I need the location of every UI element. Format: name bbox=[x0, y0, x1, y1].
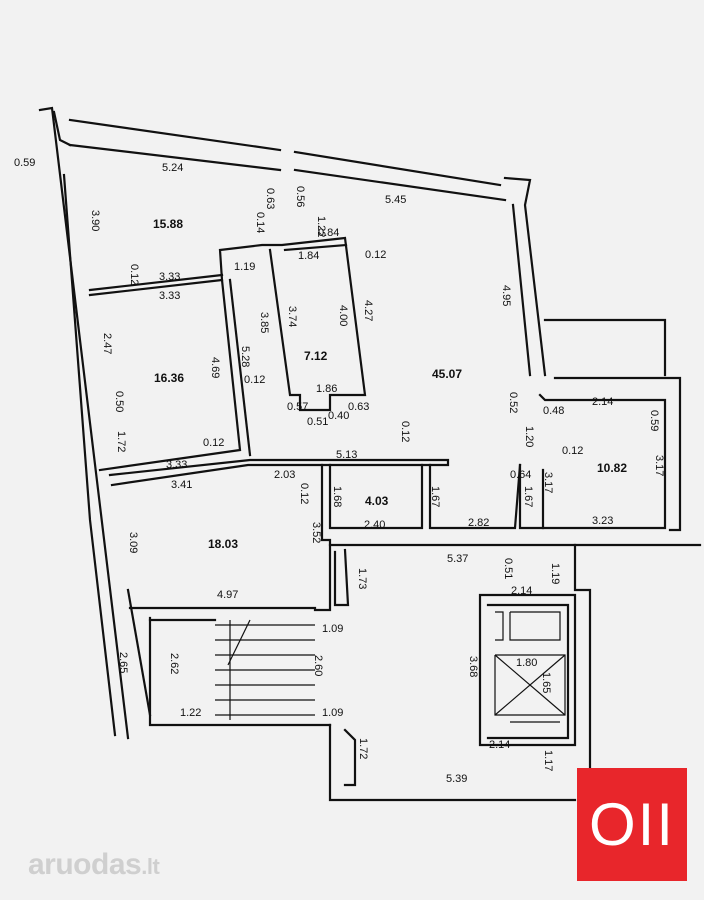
room-area-18-03: 18.03 bbox=[208, 537, 238, 551]
dim-label: 2.65 bbox=[117, 652, 129, 673]
watermark-tld: .lt bbox=[141, 854, 160, 879]
dim-label: 1.68 bbox=[331, 486, 343, 507]
dimension-labels: 0.59 5.24 0.63 0.56 5.45 3.90 0.14 1.22 … bbox=[14, 157, 665, 785]
dim-label: 3.33 bbox=[166, 459, 187, 471]
dim-label: 0.12 bbox=[244, 374, 265, 386]
dim-label: 1.86 bbox=[316, 383, 337, 395]
outer-walls bbox=[38, 106, 682, 740]
dim-label: 1.72 bbox=[115, 431, 127, 452]
dim-label: 5.13 bbox=[336, 449, 357, 461]
dim-label: 2.14 bbox=[511, 585, 532, 597]
dim-label: 0.50 bbox=[113, 391, 125, 412]
dim-label: 0.12 bbox=[298, 483, 310, 504]
room-area-7-12: 7.12 bbox=[304, 349, 328, 363]
dim-label: 4.00 bbox=[337, 305, 349, 326]
room-area-labels: 15.88 16.36 18.03 7.12 45.07 4.03 10.82 bbox=[153, 217, 627, 551]
dim-label: 5.45 bbox=[385, 194, 406, 206]
dim-label: 2.82 bbox=[468, 517, 489, 529]
dim-label: 0.57 bbox=[287, 401, 308, 413]
dim-label: 1.67 bbox=[429, 486, 441, 507]
dim-label: 5.39 bbox=[446, 773, 467, 785]
dim-label: 1.17 bbox=[542, 750, 554, 771]
dim-label: 1.09 bbox=[322, 707, 343, 719]
dim-label: 0.48 bbox=[543, 405, 564, 417]
dim-label: 2.62 bbox=[168, 653, 180, 674]
dim-label: 0.51 bbox=[307, 416, 328, 428]
dim-label: 2.60 bbox=[312, 655, 324, 676]
dim-label: 3.17 bbox=[542, 472, 554, 493]
dim-label: 1.72 bbox=[357, 738, 369, 759]
dim-label: 0.12 bbox=[562, 445, 583, 457]
dim-label: 4.27 bbox=[362, 300, 374, 321]
dim-label: 1.19 bbox=[234, 261, 255, 273]
dim-label: 1.84 bbox=[298, 250, 319, 262]
dim-label: 1.67 bbox=[522, 486, 534, 507]
dim-label: 4.69 bbox=[209, 357, 221, 378]
dim-label: 0.40 bbox=[328, 410, 349, 422]
aruodas-watermark: aruodas.lt bbox=[28, 848, 160, 882]
dim-label: 1.09 bbox=[322, 623, 343, 635]
dim-label: 0.12 bbox=[399, 421, 411, 442]
dim-label: 0.12 bbox=[203, 437, 224, 449]
dim-label: 1.19 bbox=[549, 563, 561, 584]
dim-label: 3.90 bbox=[89, 210, 101, 231]
dim-label: 0.12 bbox=[128, 264, 140, 285]
dim-label: 2.03 bbox=[274, 469, 295, 481]
dim-label: 0.63 bbox=[264, 188, 276, 209]
dim-label: 3.33 bbox=[159, 290, 180, 302]
dim-label: 3.52 bbox=[310, 522, 322, 543]
room-area-15-88: 15.88 bbox=[153, 217, 183, 231]
dim-label: 1.22 bbox=[180, 707, 201, 719]
dim-label: 0.59 bbox=[14, 157, 35, 169]
dim-label: 3.74 bbox=[286, 306, 298, 327]
dim-label: 2.40 bbox=[364, 519, 385, 531]
dim-label: 1.22 bbox=[315, 216, 327, 237]
dim-label: 0.63 bbox=[348, 401, 369, 413]
watermark-brand: aruodas bbox=[28, 848, 142, 881]
dim-label: 2.14 bbox=[489, 739, 510, 751]
dim-label: 3.68 bbox=[467, 656, 479, 677]
room-area-10-82: 10.82 bbox=[597, 461, 627, 475]
room-area-4-03: 4.03 bbox=[365, 494, 389, 508]
dim-label: 1.20 bbox=[523, 426, 535, 447]
dim-label: 0.12 bbox=[365, 249, 386, 261]
room-area-16-36: 16.36 bbox=[154, 371, 184, 385]
dim-label: 0.14 bbox=[254, 212, 266, 233]
dim-label: 1.80 bbox=[516, 657, 537, 669]
dim-label: 0.56 bbox=[294, 186, 306, 207]
dim-label: 2.47 bbox=[101, 333, 113, 354]
dim-label: 5.37 bbox=[447, 553, 468, 565]
dim-label: 4.95 bbox=[500, 285, 512, 306]
interior-walls bbox=[88, 236, 702, 802]
dim-label: 1.65 bbox=[540, 672, 552, 693]
dim-label: 3.41 bbox=[171, 479, 192, 491]
dim-label: 3.33 bbox=[159, 271, 180, 283]
room-area-45-07: 45.07 bbox=[432, 367, 462, 381]
dim-label: 0.84 bbox=[318, 227, 339, 239]
dim-label: 0.64 bbox=[510, 469, 531, 481]
dim-label: 0.51 bbox=[502, 558, 514, 579]
dim-label: 0.52 bbox=[507, 392, 519, 413]
dim-label: 5.24 bbox=[162, 162, 183, 174]
dim-label: 3.09 bbox=[127, 532, 139, 553]
dim-label: 5.28 bbox=[239, 346, 251, 367]
dim-label: 0.59 bbox=[648, 410, 660, 431]
oii-logo-badge: OII bbox=[577, 768, 687, 881]
dim-label: 3.17 bbox=[653, 455, 665, 476]
dim-label: 1.73 bbox=[356, 568, 368, 589]
dim-label: 2.14 bbox=[592, 396, 613, 408]
staircase bbox=[215, 619, 315, 720]
dim-label: 3.23 bbox=[592, 515, 613, 527]
dim-label: 3.85 bbox=[258, 312, 270, 333]
logo-text: OII bbox=[588, 790, 675, 858]
dim-label: 4.97 bbox=[217, 589, 238, 601]
